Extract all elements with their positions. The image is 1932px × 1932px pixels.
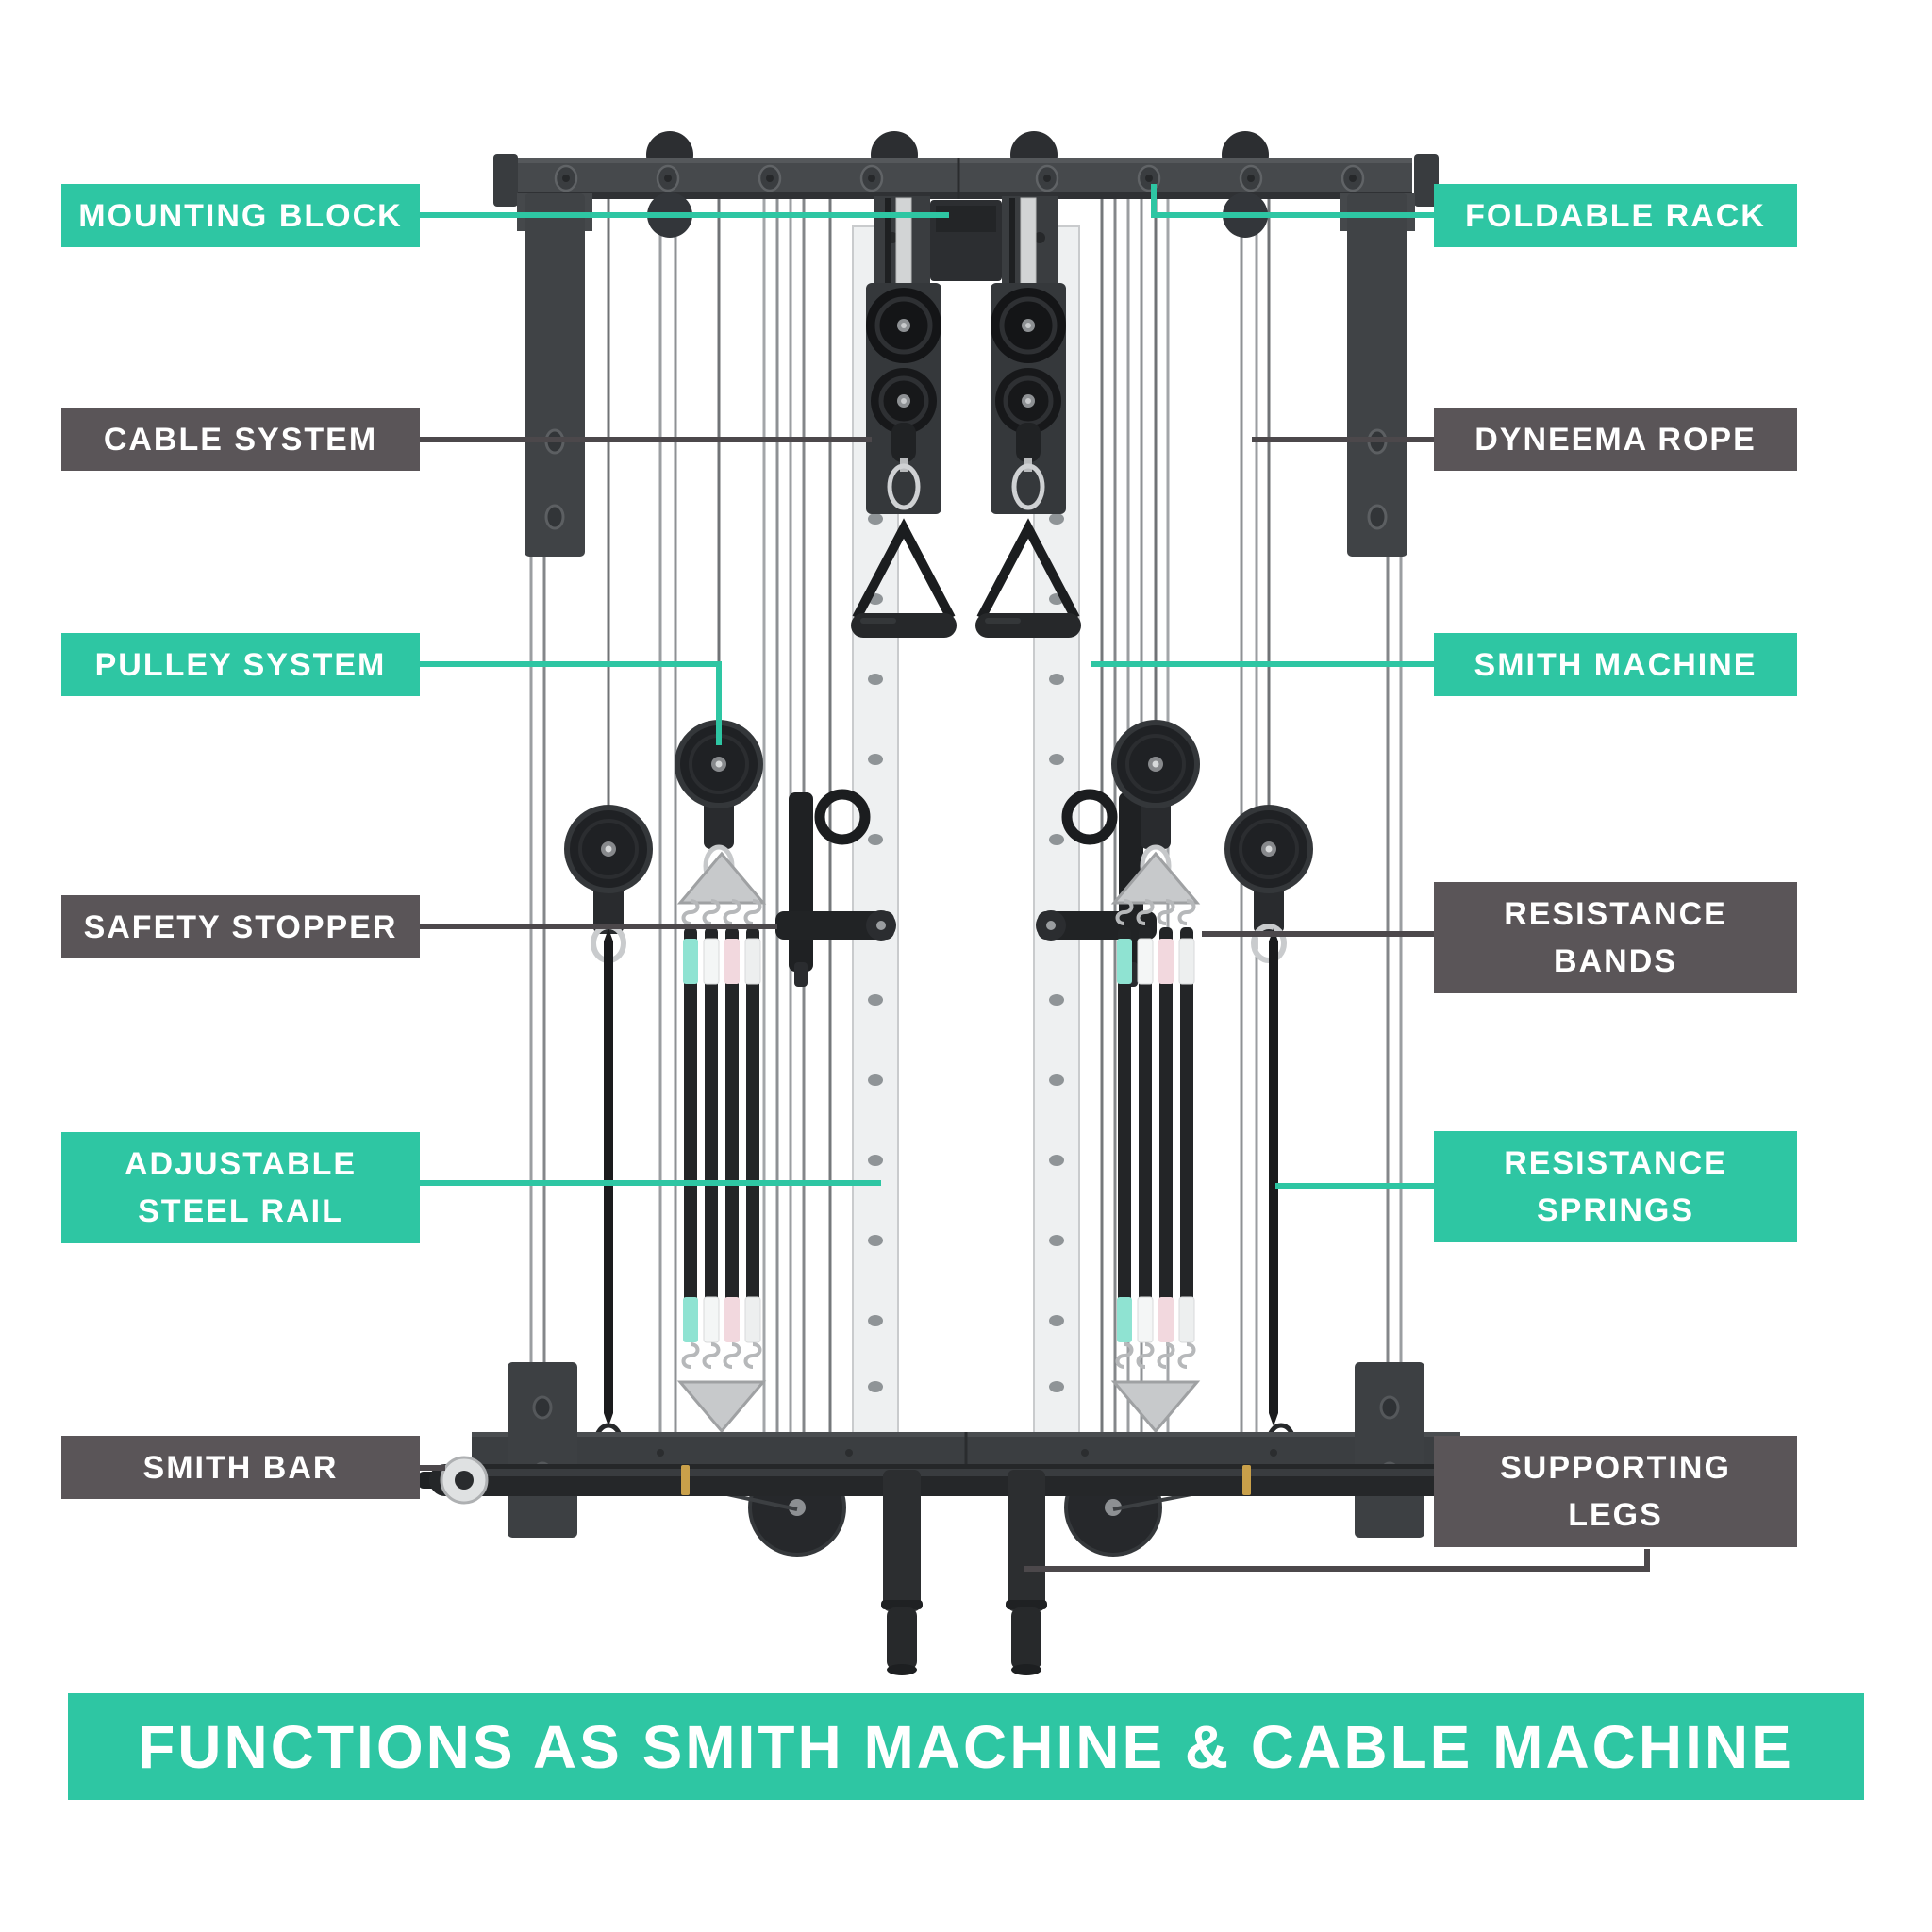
label-smith-machine: SMITH MACHINE: [1434, 633, 1797, 696]
label-resistance-bands: RESISTANCE BANDS: [1434, 882, 1797, 993]
label-text: DYNEEMA ROPE: [1474, 421, 1757, 458]
label-adjustable-steel-rail: ADJUSTABLE STEEL RAIL: [61, 1132, 420, 1243]
label-text: SPRINGS: [1536, 1192, 1695, 1228]
label-mounting-block: MOUNTING BLOCK: [61, 184, 420, 247]
label-text: LEGS: [1568, 1497, 1663, 1533]
leader-foldable-rack: [1151, 184, 1434, 218]
label-text: ADJUSTABLE: [124, 1146, 358, 1182]
label-cable-system: CABLE SYSTEM: [61, 408, 420, 471]
label-text: CABLE SYSTEM: [103, 421, 378, 458]
label-text: PULLEY SYSTEM: [94, 646, 387, 683]
cables-right: [1100, 199, 1403, 1476]
label-text: RESISTANCE: [1504, 1145, 1727, 1181]
label-resistance-springs: RESISTANCE SPRINGS: [1434, 1131, 1797, 1242]
label-smith-bar: SMITH BAR: [61, 1436, 420, 1499]
label-text: RESISTANCE: [1504, 896, 1727, 932]
leader-pulley-system: [420, 661, 722, 745]
label-foldable-rack: FOLDABLE RACK: [1434, 184, 1797, 247]
label-text: SMITH MACHINE: [1474, 646, 1757, 683]
label-safety-stopper: SAFETY STOPPER: [61, 895, 420, 958]
top-beam: [493, 154, 1439, 238]
label-text: SUPPORTING: [1500, 1450, 1731, 1486]
label-dyneema-rope: DYNEEMA ROPE: [1434, 408, 1797, 471]
label-text: FOLDABLE RACK: [1465, 197, 1766, 234]
label-text: SMITH BAR: [142, 1449, 339, 1486]
label-text: MOUNTING BLOCK: [78, 197, 403, 234]
label-supporting-legs: SUPPORTING LEGS: [1434, 1436, 1797, 1547]
banner-text: FUNCTIONS AS SMITH MACHINE & CABLE MACHI…: [138, 1712, 1794, 1781]
leader-supporting-legs: [1024, 1549, 1650, 1572]
label-text: BANDS: [1554, 943, 1677, 979]
label-text: STEEL RAIL: [138, 1193, 343, 1229]
label-text: SAFETY STOPPER: [83, 908, 398, 945]
label-pulley-system: PULLEY SYSTEM: [61, 633, 420, 696]
caption-banner: FUNCTIONS AS SMITH MACHINE & CABLE MACHI…: [68, 1693, 1864, 1800]
